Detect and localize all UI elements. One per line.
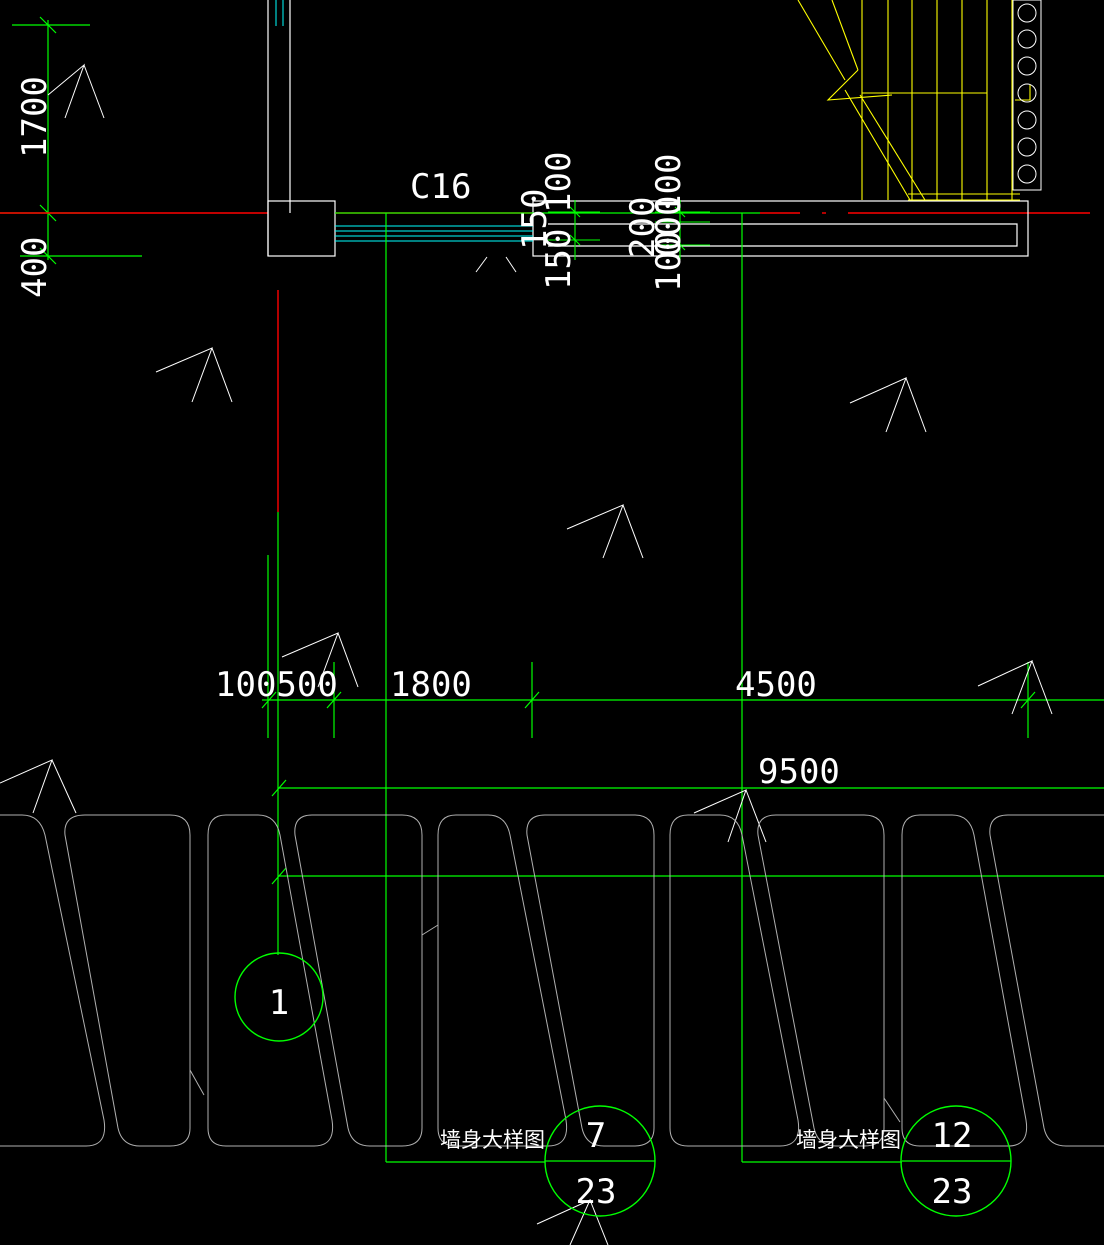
dim-text-000: 000 — [649, 196, 689, 257]
beam-dimensions — [548, 200, 710, 260]
dim-text-100-b: 100 — [649, 154, 689, 215]
dim-text-150-b: 150 — [539, 229, 579, 290]
dim-text-400: 400 — [15, 237, 55, 298]
detail-title-1: 墙身大样图 — [440, 1128, 545, 1152]
circle-stack — [1012, 0, 1042, 191]
dim-text-150-a: 150 — [515, 189, 555, 250]
detail-bubble-12-23[interactable]: 12 23 — [900, 1105, 1012, 1217]
dim-text-200: 200 — [623, 197, 663, 258]
detail-title-2: 墙身大样图 — [796, 1128, 901, 1152]
wall-detail-pattern — [0, 814, 1104, 1147]
stair-drawing — [797, 0, 1031, 201]
dim-text-1800: 1800 — [390, 665, 472, 705]
detail-sheet-2: 23 — [932, 1172, 973, 1212]
rebar-label-c16: C16 — [410, 167, 471, 207]
detail-bubble-7-23[interactable]: 7 23 — [544, 1105, 656, 1217]
grid-bubble-1[interactable]: 1 — [234, 952, 324, 1042]
dim-text-4500: 4500 — [735, 665, 817, 705]
rebar-lines — [275, 0, 533, 242]
dim-text-100500: 100500 — [215, 665, 338, 705]
detail-number-2: 12 — [932, 1116, 973, 1156]
detail-number-1: 7 — [586, 1116, 606, 1156]
dim-text-9500: 9500 — [758, 752, 840, 792]
dim-text-100-c: 100 — [649, 231, 689, 292]
dim-text-100-a: 100 — [539, 152, 579, 213]
detail-sheet-1: 23 — [576, 1172, 617, 1212]
grid-label-1: 1 — [269, 983, 289, 1023]
grid-circle-1 — [234, 952, 324, 1042]
reference-lines — [261, 212, 1104, 1163]
elevation-markers — [0, 63, 1053, 1245]
dim-text-1700: 1700 — [15, 76, 55, 158]
wall-column-outlines — [267, 0, 1029, 257]
